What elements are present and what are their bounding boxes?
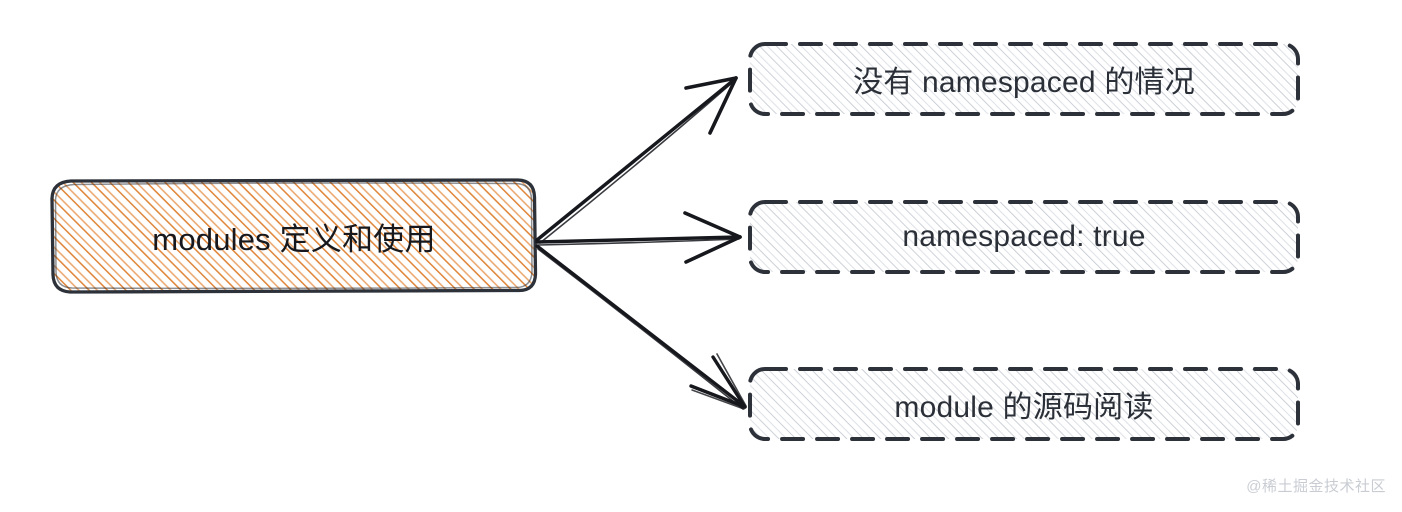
branch-node-0-border — [748, 42, 1300, 116]
branch-node-1[interactable] — [744, 196, 1306, 280]
branch-node-2-border — [748, 367, 1300, 441]
connector-root-to-branch-2 — [535, 244, 747, 410]
connector-root-to-branch-0 — [535, 76, 738, 244]
branch-node-0-fill — [750, 44, 1298, 114]
branch-node-1-border — [748, 200, 1300, 274]
branch-node-2-fill — [750, 369, 1298, 439]
root-node-fill — [52, 180, 536, 292]
root-node-border — [50, 178, 538, 294]
branch-node-0[interactable] — [744, 38, 1306, 122]
watermark: @稀土掘金技术社区 — [1246, 478, 1386, 495]
branch-node-2[interactable] — [744, 363, 1306, 447]
connector-root-to-branch-1 — [535, 211, 742, 264]
branch-node-1-fill — [750, 202, 1298, 272]
root-node[interactable] — [45, 172, 545, 302]
root-node-border-sketch — [54, 182, 533, 290]
